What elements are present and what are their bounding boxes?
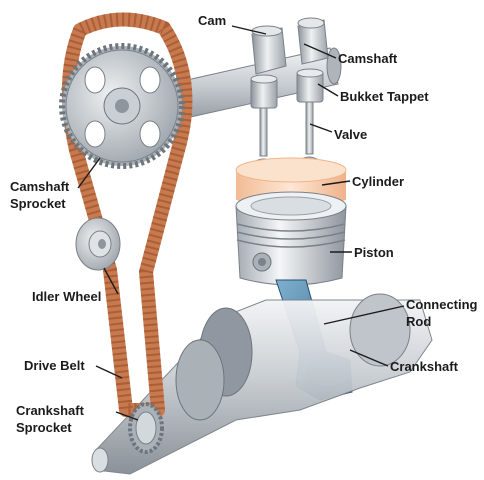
label-drive-belt: Drive Belt	[24, 358, 85, 373]
label-piston: Piston	[354, 245, 394, 260]
label-crankshaft-sprocket-line-1: Crankshaft	[16, 403, 84, 418]
label-cylinder: Cylinder	[352, 174, 405, 189]
label-connecting-rod-line-2: Rod	[406, 314, 432, 329]
label-camshaft-sprocket: Camshaft Sprocket	[10, 178, 69, 212]
camshaft-sprocket-illustration	[59, 43, 185, 169]
label-camshaft-sprocket-line-2: Sprocket	[10, 196, 66, 211]
crankshaft-sprocket-illustration	[128, 402, 164, 454]
label-bukket-tappet: Bukket Tappet	[340, 89, 429, 104]
label-crankshaft-sprocket-line-2: Sprocket	[16, 420, 72, 435]
label-connecting-rod: Connecting Rod	[406, 296, 478, 330]
label-camshaft: Camshaft	[338, 51, 398, 66]
label-valve: Valve	[334, 127, 368, 142]
crankshaft-illustration	[91, 293, 433, 475]
cam-lobes	[251, 17, 329, 75]
label-idler-wheel: Idler Wheel	[32, 289, 102, 304]
label-cam: Cam	[198, 13, 227, 28]
label-crankshaft: Crankshaft	[390, 359, 458, 374]
label-crankshaft-sprocket: Crankshaft Sprocket	[16, 402, 84, 436]
label-connecting-rod-line-1: Connecting	[406, 297, 478, 312]
idler-wheel-illustration	[75, 217, 121, 271]
label-camshaft-sprocket-line-1: Camshaft	[10, 179, 70, 194]
leader-lines	[77, 25, 405, 421]
piston-illustration	[235, 191, 347, 286]
